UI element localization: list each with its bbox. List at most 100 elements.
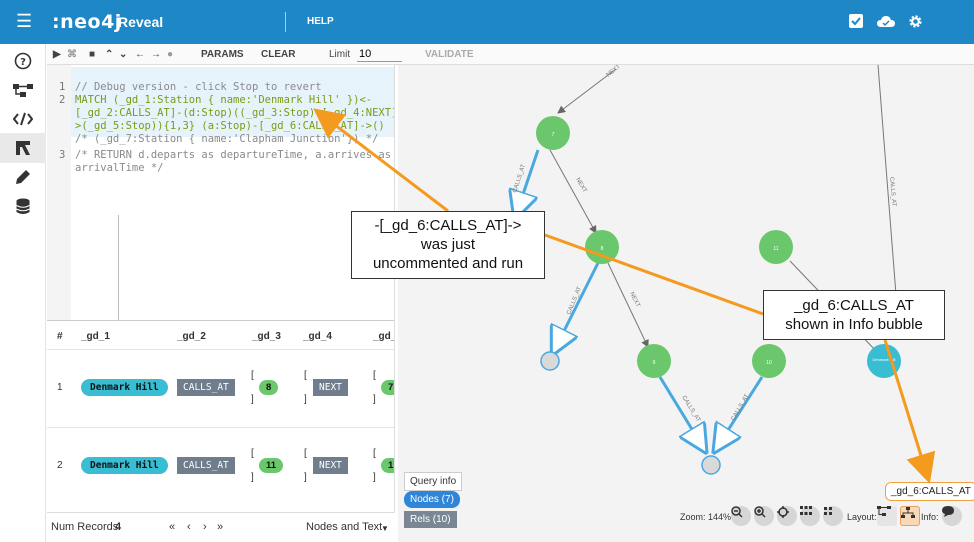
zoom-out-icon[interactable] <box>731 506 751 526</box>
line-gutter <box>47 65 71 320</box>
center-icon[interactable] <box>777 506 797 526</box>
prev-page-icon[interactable]: ‹ <box>187 521 191 533</box>
cypher-editor[interactable]: 1// Debug version - click Stop to revert… <box>47 65 395 320</box>
annotation-callout: _gd_6:CALLS_AT shown in Info bubble <box>763 290 945 340</box>
station-node[interactable]: Denmark Hill <box>81 457 168 474</box>
table-row[interactable]: 1 Denmark Hill CALLS_AT [ 8 ] [ NEXT ] [… <box>47 349 394 427</box>
help-link[interactable]: HELP <box>307 16 334 27</box>
graph-schema-icon[interactable] <box>0 75 46 105</box>
clear-button[interactable]: CLEAR <box>261 49 296 60</box>
col-header[interactable]: _gd_3 <box>252 331 281 342</box>
table-row[interactable]: 2 Denmark Hill CALLS_AT [ 11 ] [ NEXT ] … <box>47 427 394 505</box>
record-icon[interactable]: ● <box>167 49 174 60</box>
force-layout-icon[interactable] <box>877 506 897 526</box>
back-arrow-icon[interactable]: ← <box>135 49 145 60</box>
cloud-icon[interactable] <box>876 11 896 31</box>
stop-node[interactable]: 8 <box>259 380 279 395</box>
num-records-value: 4 <box>115 521 122 533</box>
svg-text:?: ? <box>20 57 26 68</box>
col-header[interactable]: _gd_2 <box>177 331 206 342</box>
hierarchy-layout-icon[interactable] <box>900 506 920 526</box>
edge-calls-at[interactable] <box>877 65 899 321</box>
edge-calls-at-highlight[interactable] <box>716 376 764 449</box>
hamburger-menu-icon[interactable]: ☰ <box>16 11 33 31</box>
edge-next[interactable] <box>549 149 597 234</box>
relationship-label[interactable]: CALLS_AT <box>177 379 235 396</box>
svg-text:CALLS_AT: CALLS_AT <box>680 395 701 424</box>
query-toolbar: ▶ ⌘ ■ ⌃ ⌄ ← → ● PARAMS CLEAR Limit VALID… <box>47 44 974 65</box>
svg-text:10: 10 <box>766 360 772 366</box>
svg-text:NEXT: NEXT <box>606 65 623 79</box>
stop-icon[interactable]: ■ <box>89 49 96 60</box>
limit-label: Limit <box>329 49 351 60</box>
svg-text:7: 7 <box>552 132 555 138</box>
stop-node-10[interactable] <box>752 344 786 378</box>
edge-calls-at-highlight[interactable] <box>516 149 540 215</box>
code-icon[interactable] <box>0 104 46 134</box>
edge-next[interactable] <box>607 262 649 348</box>
empty-node[interactable] <box>701 455 721 475</box>
rels-count-badge[interactable]: Rels (10) <box>404 511 457 528</box>
col-header[interactable]: _gd_4 <box>303 331 332 342</box>
relationship-label[interactable]: CALLS_AT <box>177 457 235 474</box>
stop-node[interactable]: 1 <box>381 458 394 473</box>
next-page-icon[interactable]: › <box>203 521 207 533</box>
annotation-callout: -[_gd_6:CALLS_AT]-> was just uncommented… <box>351 211 545 279</box>
view-mode-select[interactable]: Nodes and Text <box>306 521 383 533</box>
compact-grid-icon[interactable] <box>823 506 843 526</box>
nodes-count-badge[interactable]: Nodes (7) <box>404 491 460 508</box>
last-page-icon[interactable]: » <box>217 521 224 533</box>
col-header[interactable]: # <box>57 331 63 342</box>
svg-text:Denmark Hill: Denmark Hill <box>873 357 896 362</box>
info-bubble-icon[interactable] <box>942 506 962 526</box>
stop-node[interactable]: 7 <box>381 380 394 395</box>
relationship-label[interactable]: NEXT <box>313 379 348 396</box>
first-page-icon[interactable]: « <box>169 521 176 533</box>
pencil-icon[interactable] <box>0 162 46 192</box>
edge-calls-at-highlight[interactable] <box>554 262 600 351</box>
stop-node-11[interactable] <box>759 230 793 264</box>
collapse-icon[interactable]: ⌃ <box>105 49 114 60</box>
svg-text:CALLS_AT: CALLS_AT <box>731 393 751 422</box>
stop-node[interactable]: 11 <box>259 458 284 473</box>
station-node[interactable]: Denmark Hill <box>81 379 168 396</box>
relationship-label[interactable]: NEXT <box>313 457 348 474</box>
chevron-down-icon[interactable]: ▼ <box>381 524 389 533</box>
divider <box>285 12 286 32</box>
params-button[interactable]: PARAMS <box>201 49 244 60</box>
zoom-in-icon[interactable] <box>754 506 774 526</box>
stop-node-9[interactable] <box>637 344 671 378</box>
debug-icon[interactable]: ⌘ <box>67 49 77 60</box>
left-sidebar: ? <box>0 44 46 542</box>
query-info-button[interactable]: Query info <box>404 472 463 491</box>
edge-next[interactable] <box>557 68 617 114</box>
edge-calls-at-highlight[interactable] <box>658 376 704 449</box>
code-line: arrivalTime */ <box>75 161 164 174</box>
stop-node-7[interactable] <box>536 116 570 150</box>
forward-arrow-icon[interactable]: → <box>151 49 161 60</box>
num-records-label: Num Records <box>51 521 119 533</box>
help-icon[interactable]: ? <box>0 46 46 76</box>
gear-icon[interactable] <box>905 11 925 31</box>
info-label: Info: <box>921 512 939 522</box>
limit-input[interactable] <box>357 47 402 62</box>
run-icon[interactable]: ▶ <box>53 49 61 60</box>
expand-grid-icon[interactable] <box>800 506 820 526</box>
expand-icon[interactable]: ⌄ <box>119 49 128 60</box>
layout-label: Layout: <box>847 512 877 522</box>
database-icon[interactable] <box>0 191 46 221</box>
checklist-icon[interactable] <box>846 11 866 31</box>
svg-text:CALLS_AT: CALLS_AT <box>888 177 897 207</box>
row-index: 1 <box>57 382 63 393</box>
col-header[interactable]: _gd_5 <box>373 331 394 342</box>
svg-text:NEXT: NEXT <box>628 291 641 308</box>
query-builder-icon[interactable] <box>0 133 46 163</box>
svg-text:NEXT: NEXT <box>574 177 587 194</box>
empty-node[interactable] <box>540 351 560 371</box>
info-bubble: _gd_6:CALLS_AT <box>885 482 974 501</box>
code-line: 1// Debug version - click Stop to revert <box>59 80 322 93</box>
col-header[interactable]: _gd_1 <box>81 331 110 342</box>
validate-button[interactable]: VALIDATE <box>425 49 474 60</box>
editor-guide <box>118 215 119 320</box>
